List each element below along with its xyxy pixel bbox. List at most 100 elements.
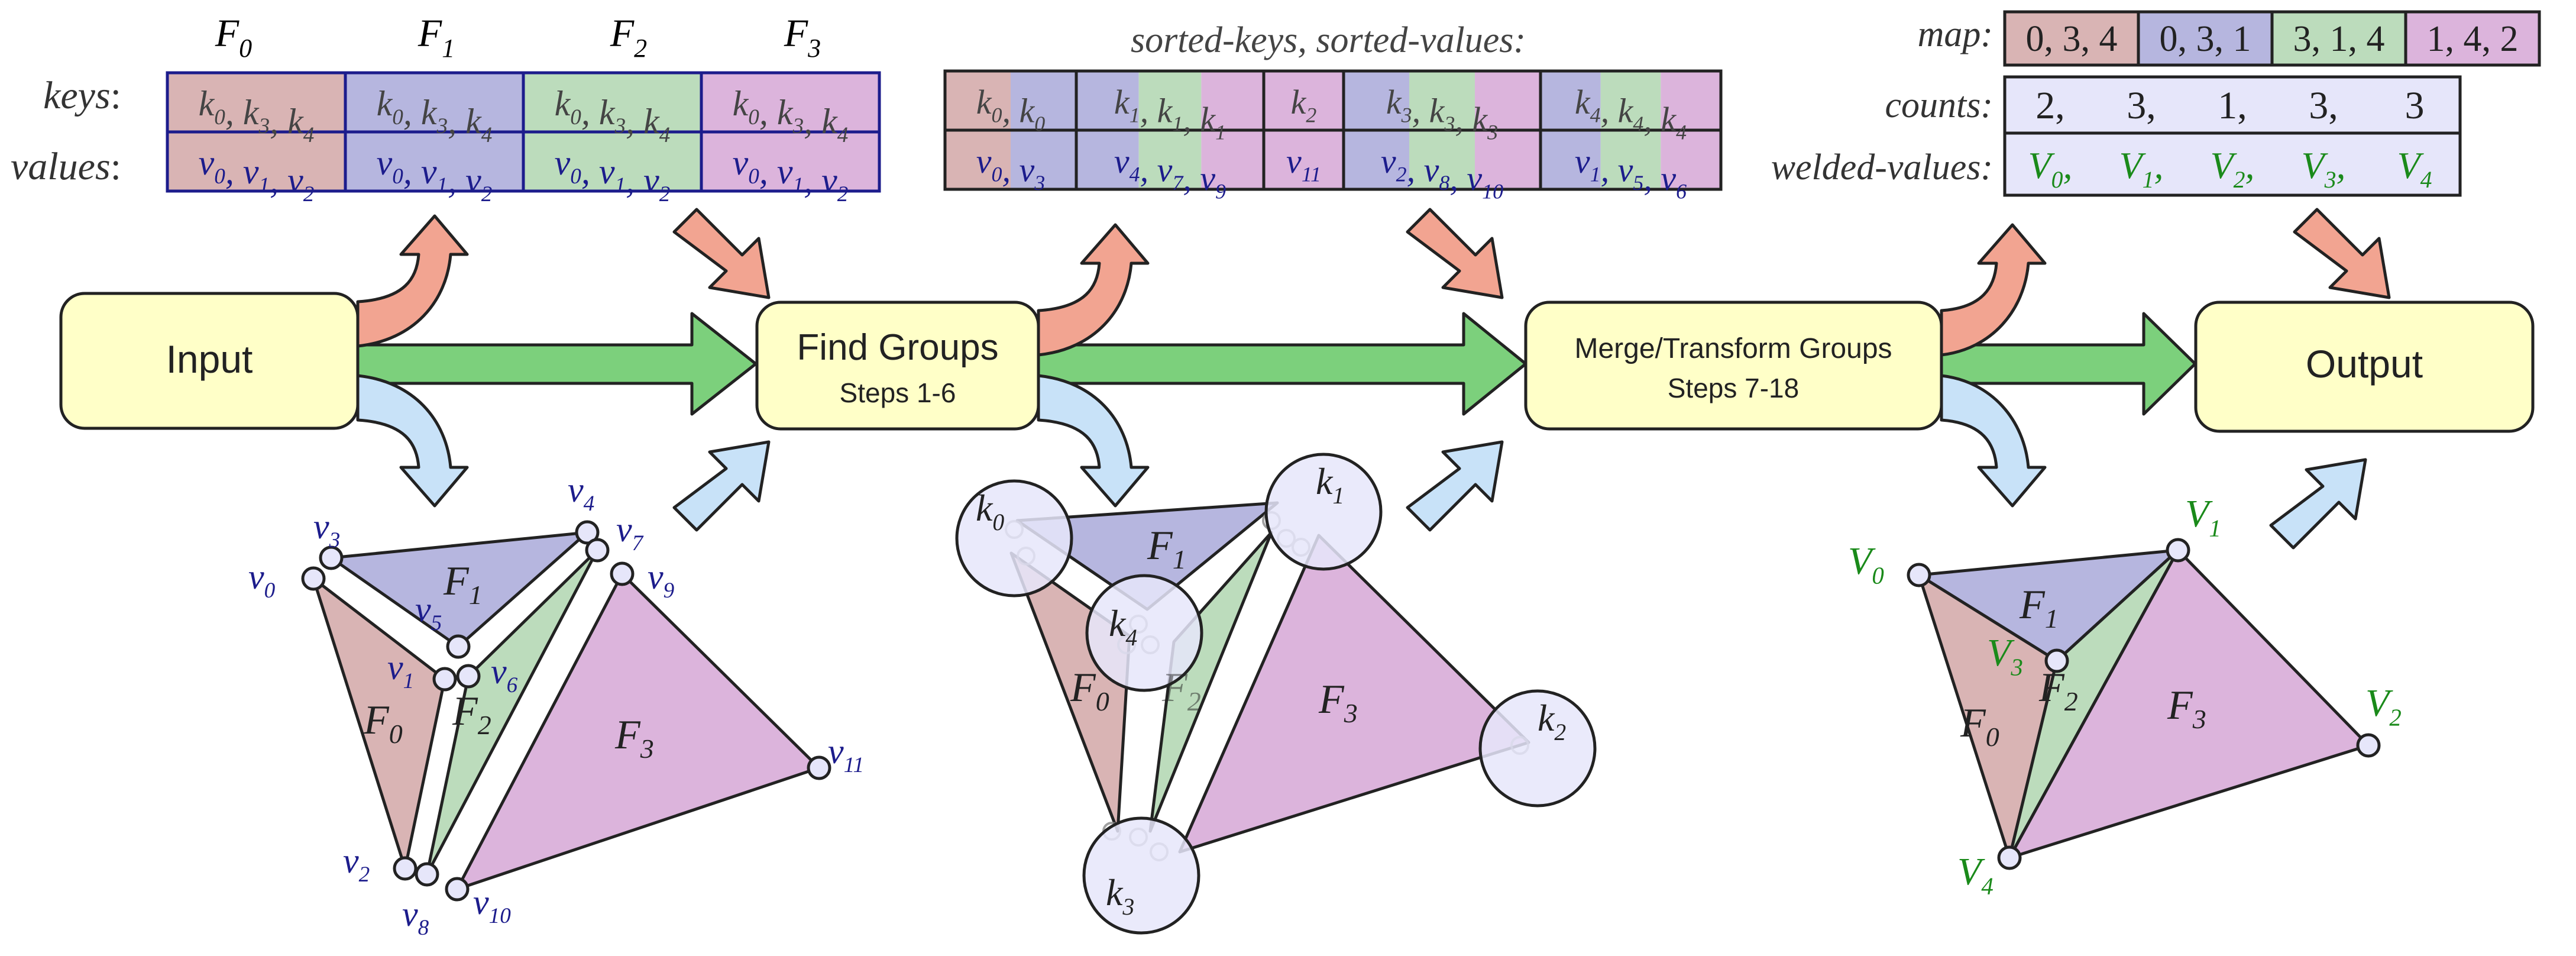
sorted-caption: sorted-keys, sorted-values: [1131, 20, 1526, 60]
values-cell-text: v0, v1, v2 [377, 143, 493, 206]
map-cell [2404, 10, 2541, 67]
vertex-v5 [446, 634, 471, 659]
vertex-v3 [319, 545, 344, 570]
mesh-output-label-f3: F3 [2167, 683, 2206, 734]
keys-cell-text: k0, k3, k4 [377, 84, 493, 147]
vertex-v1 [432, 667, 457, 692]
blue-diag-arrow-merge [1406, 440, 1504, 532]
sorted-value-bg [1201, 130, 1264, 189]
keys-label: keys: [43, 74, 121, 117]
vertex-label-v3: v3 [313, 507, 340, 553]
face-header-f1: F1 [418, 12, 455, 63]
mesh-output-label-f1: F1 [2019, 582, 2059, 634]
count-value: 3 [2405, 84, 2425, 127]
vertex-label-v2: v2 [343, 841, 370, 887]
vertex-V3 [2044, 648, 2069, 673]
vertex-label-v10: v10 [473, 883, 511, 928]
map-cell [2003, 10, 2140, 67]
values-cell [522, 130, 703, 193]
vertex-label-v5: v5 [415, 590, 442, 635]
values-label: values: [11, 145, 121, 188]
counts-row [2003, 75, 2462, 135]
merge-groups-title: Merge/Transform Groups [1574, 333, 1892, 364]
welded-value: V1, [2119, 144, 2164, 193]
sorted-value-text: v4, v7, v9 [1114, 142, 1226, 204]
welded-values-row [2003, 131, 2462, 197]
values-cell-text: v0, v1, v2 [733, 143, 849, 206]
vertex-V2 [2356, 733, 2381, 758]
key-node-k3 [1082, 816, 1200, 935]
welded-values-label: welded-values: [1771, 147, 1993, 188]
mesh-input-label-f2: F2 [452, 689, 491, 740]
blue-diag-arrow-find [672, 440, 771, 532]
key-label-k3: k3 [1106, 871, 1134, 920]
merge-groups-box[interactable]: Merge/Transform Groups Steps 7-18 [1524, 301, 1943, 431]
sorted-key-text: k3, k3, k3 [1386, 83, 1498, 144]
sorted-value-bg [1661, 130, 1721, 189]
keys-cell [700, 71, 881, 134]
blue-curve-arrow-merge [1940, 374, 2047, 508]
merge-groups-steps: Steps 7-18 [1668, 373, 1799, 403]
mesh-groups-face-f3 [1178, 534, 1530, 854]
vertex-label-v0: v0 [248, 557, 276, 603]
sorted-key-bg [1264, 71, 1344, 130]
sorted-key-bg [1201, 71, 1264, 130]
mesh-output-label-f0: F0 [1960, 700, 1999, 752]
vertex-label-V2: V2 [2365, 682, 2402, 731]
process-boxes: Input Find Groups Steps 1-6 Merge/Transf… [59, 292, 2535, 433]
vertex-label-V0: V0 [1848, 540, 1884, 589]
count-value: 3, [2309, 84, 2338, 127]
green-arrow-merge-to-output [1940, 312, 2197, 416]
output-box-label: Output [2306, 342, 2423, 386]
key-label-k1: k1 [1316, 460, 1344, 509]
vertex-v8 [415, 862, 439, 887]
mesh-groups-label-f3: F3 [1318, 677, 1358, 728]
key-label-k4: k4 [1109, 602, 1137, 651]
sorted-key-bg [1076, 71, 1139, 130]
vertex-v10 [445, 877, 470, 902]
key-node-k4 [1085, 574, 1203, 692]
sorted-key-bg [945, 71, 1011, 130]
values-cell-text: v0, v1, v2 [199, 143, 315, 206]
count-value: 2, [2035, 84, 2065, 127]
vertex-label-V4: V4 [1957, 850, 1994, 900]
mesh-input-face-f2 [425, 548, 599, 876]
blue-curve-arrow-input [356, 374, 469, 508]
vertex-v6 [456, 664, 481, 689]
face-header-f3: F3 [784, 12, 821, 63]
sorted-value-bg [1344, 130, 1409, 189]
key-node-k2 [1478, 689, 1597, 808]
vertex-label-v4: v4 [568, 470, 594, 516]
output-box[interactable]: Output [2194, 301, 2535, 433]
sorted-key-text: k0, k0 [976, 83, 1045, 135]
map-cell-text: 0, 3, 1 [2160, 19, 2251, 59]
sorted-value-group [1539, 128, 1723, 191]
mesh-groups-face-f2 [1148, 531, 1273, 833]
values-cell [344, 130, 525, 193]
key-node-k1 [1264, 453, 1383, 571]
sorted-value-text: v2, v8, v10 [1381, 142, 1503, 204]
mesh-input-label-f0: F0 [363, 697, 403, 749]
mesh-out-arrows [356, 374, 2047, 508]
mesh-groups-face-f1 [1015, 501, 1279, 611]
input-box[interactable]: Input [59, 292, 360, 430]
values-cell [700, 130, 881, 193]
salmon-curve-arrow-merge [1940, 223, 2047, 357]
sorted-value-bg [1138, 130, 1202, 189]
mesh-output-face-f3 [2008, 548, 2370, 860]
find-groups-box[interactable]: Find Groups Steps 1-6 [755, 301, 1040, 431]
key-node-k0 [955, 479, 1073, 598]
sorted-key-bg [1409, 71, 1475, 130]
mesh-input-face-f0 [312, 577, 446, 870]
mesh-groups-label-f0: F0 [1070, 665, 1109, 716]
keys-cell-text: k0, k3, k4 [555, 84, 671, 147]
pipeline-arrows [355, 312, 2197, 416]
